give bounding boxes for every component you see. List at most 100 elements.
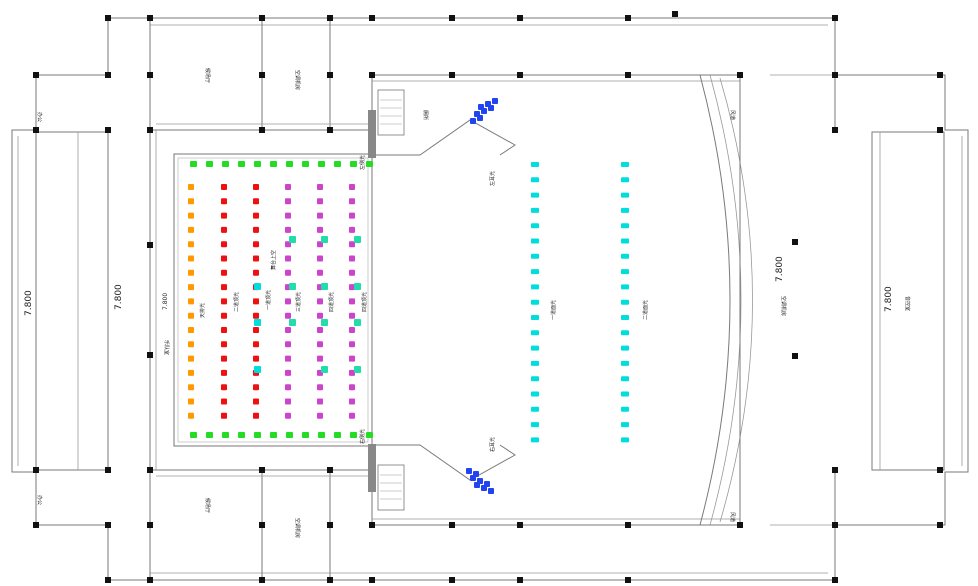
stage-light-fixture — [349, 212, 355, 219]
green-light-fixture — [270, 432, 277, 438]
face-light-fixture — [621, 207, 629, 213]
face-light-fixture — [531, 437, 539, 443]
green-light-fixture — [190, 161, 197, 167]
column — [105, 467, 111, 473]
stage-light-fixture — [188, 412, 194, 419]
face-light-fixture — [621, 360, 629, 366]
column — [33, 127, 39, 133]
label-second-face-light: 二道面光 — [642, 300, 649, 320]
stage-light-fixture — [349, 384, 355, 391]
column — [147, 522, 153, 528]
ear-light-fixture — [466, 468, 472, 474]
teal-light-fixture — [321, 319, 328, 326]
dim-stage-mid: 7.800 — [162, 293, 169, 310]
label-control-room: 音控室 — [904, 296, 911, 311]
teal-light-fixture — [321, 366, 328, 373]
stage-light-fixture — [188, 284, 194, 291]
stage-light-fixture — [188, 269, 194, 276]
column — [449, 15, 455, 21]
stage-light-fixture — [285, 327, 291, 333]
stage-light-fixture — [221, 212, 227, 219]
green-light-fixture — [254, 432, 261, 438]
stage-light-fixture — [221, 269, 227, 276]
label-right-ear-light: 右耳光 — [489, 437, 496, 452]
column — [937, 72, 943, 78]
stage-light-fixture — [188, 184, 194, 190]
column — [449, 522, 455, 528]
green-light-fixture — [286, 161, 293, 167]
column — [327, 15, 333, 21]
stage-light-fixture — [221, 226, 227, 233]
face-light-fixture — [621, 284, 629, 290]
column — [369, 72, 375, 78]
stage-light-fixture — [221, 398, 227, 405]
stage-light-fixture — [285, 212, 291, 219]
teal-light-fixture — [354, 366, 361, 373]
stage-light-fixture — [253, 312, 259, 319]
stage-light-fixture — [317, 198, 323, 205]
stair-bottom — [377, 464, 405, 511]
face-light-fixture — [531, 391, 539, 397]
stage-light-fixture — [253, 384, 259, 391]
teal-light-fixture — [289, 236, 296, 243]
column — [259, 127, 265, 133]
stage-light-fixture — [221, 369, 227, 376]
ear-light-fixture — [484, 481, 490, 487]
teal-light-fixture — [354, 283, 361, 290]
column — [832, 72, 838, 78]
column — [792, 353, 798, 359]
stage-light-fixture — [349, 226, 355, 233]
column — [832, 467, 838, 473]
face-light-fixture — [621, 238, 629, 244]
column — [625, 522, 631, 528]
stage-light-fixture — [317, 327, 323, 333]
proscenium-pillar-top — [368, 110, 376, 158]
stage-light-fixture — [317, 384, 323, 391]
dim-left-inner: 7.800 — [114, 284, 124, 310]
column — [105, 522, 111, 528]
face-light-fixture — [531, 345, 539, 351]
stage-light-fixture — [317, 255, 323, 262]
column — [625, 15, 631, 21]
stage-light-fixture — [317, 212, 323, 219]
stage-light-fixture — [349, 355, 355, 362]
teal-light-fixture — [321, 236, 328, 243]
stage-light-fixture — [349, 298, 355, 305]
face-light-fixture — [621, 299, 629, 305]
column — [259, 522, 265, 528]
column — [369, 522, 375, 528]
stage-light-fixture — [253, 255, 259, 262]
stage-light-fixture — [349, 255, 355, 262]
label-stage-top: 舞台上空 — [270, 250, 277, 270]
lighting-fixtures — [188, 98, 629, 494]
column — [147, 467, 153, 473]
teal-light-fixture — [289, 319, 296, 326]
column — [937, 467, 943, 473]
stage-light-fixture — [285, 341, 291, 348]
stage-light-fixture — [188, 341, 194, 348]
stage-light-fixture — [253, 269, 259, 276]
stage-light-fixture — [221, 198, 227, 205]
stage-light-fixture — [317, 312, 323, 319]
column — [327, 522, 333, 528]
stage-light-fixture — [349, 198, 355, 205]
columns — [33, 11, 943, 583]
stage-light-fixture — [317, 412, 323, 419]
stage-light-fixture — [317, 269, 323, 276]
face-light-fixture — [531, 162, 539, 167]
face-light-fixture — [531, 360, 539, 366]
stage-light-fixture — [317, 226, 323, 233]
label-third-top-light: 三道顶光 — [295, 292, 302, 312]
stage-light-fixture — [221, 312, 227, 319]
face-light-fixture — [531, 238, 539, 244]
stage-light-fixture — [317, 398, 323, 405]
label-wind-box-bottom: 风道 — [729, 512, 736, 522]
stage-light-fixture — [349, 241, 355, 248]
green-light-fixture — [222, 432, 229, 438]
column — [147, 127, 153, 133]
label-band-room: 乐队室 — [163, 340, 170, 355]
stage-light-fixture — [188, 255, 194, 262]
column — [259, 577, 265, 583]
stage-light-fixture — [188, 198, 194, 205]
stage-light-fixture — [349, 398, 355, 405]
